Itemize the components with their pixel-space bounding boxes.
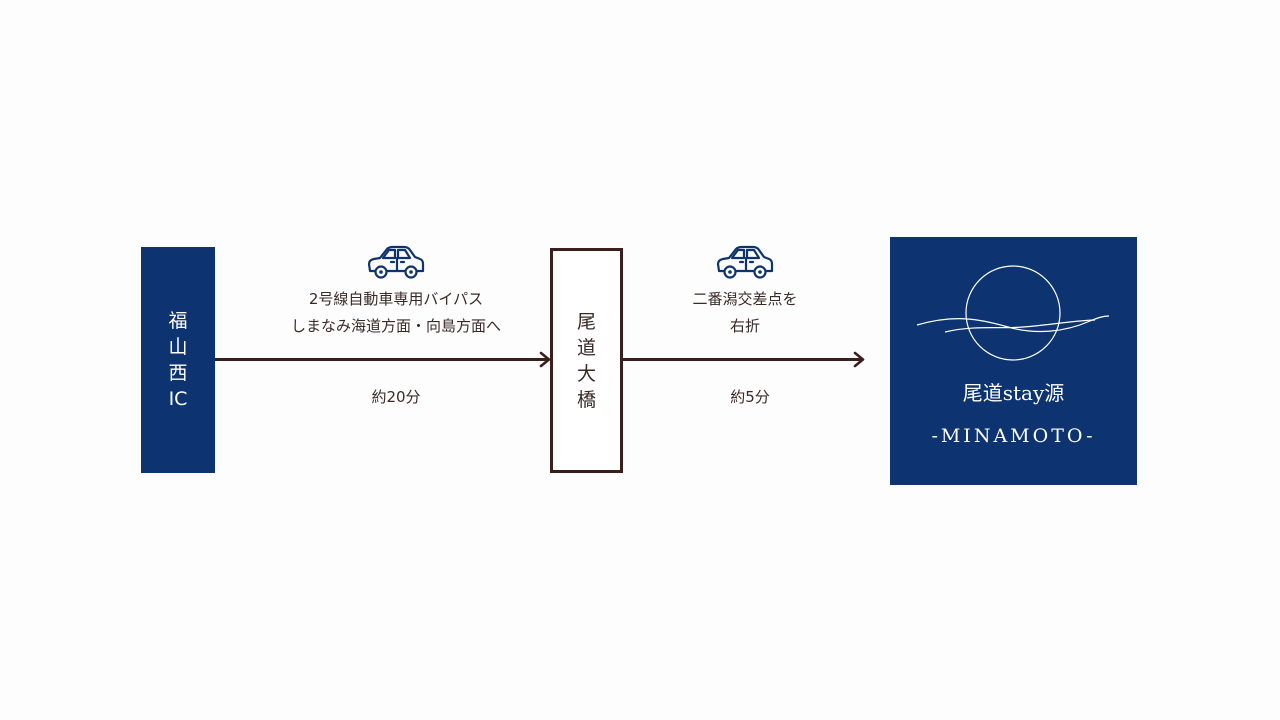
start-char: 福 xyxy=(168,310,188,332)
leg2-route-description: 二番潟交差点を 右折 xyxy=(645,286,845,340)
midpoint-char: 道 xyxy=(576,336,596,359)
leg1-travel-time: 約20分 xyxy=(371,388,421,406)
midpoint-char: 大 xyxy=(576,362,596,385)
start-char: 西 xyxy=(168,362,188,384)
destination-name: 尾道stay源 xyxy=(962,381,1065,405)
midpoint-char: 尾 xyxy=(576,310,596,333)
destination-node-minamoto: 尾道stay源 -MINAMOTO- xyxy=(890,237,1137,485)
midpoint-node-onomichi-ohashi: 尾 道 大 橋 xyxy=(550,248,623,473)
leg1-line xyxy=(215,358,548,361)
leg1-route-line: 2号線自動車専用バイパス xyxy=(308,290,484,308)
leg1-route-description: 2号線自動車専用バイパス しまなみ海道方面・向島方面へ xyxy=(256,286,536,340)
car-icon xyxy=(367,245,425,279)
wave-moon-logo-icon xyxy=(916,265,1110,361)
car-icon xyxy=(716,245,774,279)
leg2-arrowhead xyxy=(853,351,865,368)
midpoint-char: 橋 xyxy=(576,388,596,411)
leg1-route-line: しまなみ海道方面・向島方面へ xyxy=(290,317,501,335)
start-char: IC xyxy=(168,388,188,410)
leg2-route-line: 二番潟交差点を xyxy=(692,290,798,308)
leg2-line xyxy=(623,358,863,361)
leg2-route-line: 右折 xyxy=(729,317,760,335)
start-char: 山 xyxy=(168,336,188,358)
destination-subtitle: -MINAMOTO- xyxy=(931,425,1096,447)
start-node-fukuyama-nishi-ic: 福 山 西 IC xyxy=(141,247,215,473)
leg1-arrowhead xyxy=(539,351,551,368)
leg2-travel-time: 約5分 xyxy=(730,388,770,406)
